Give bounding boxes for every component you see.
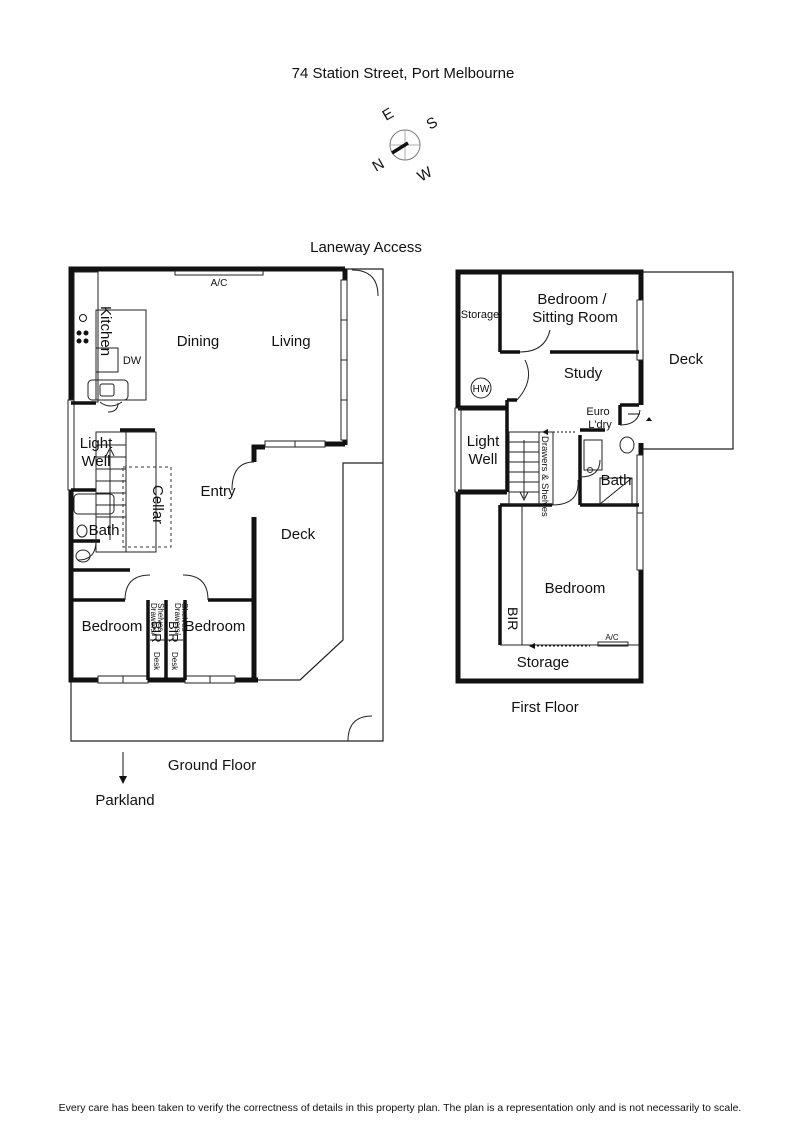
first-light-well-label-2: Well [469,451,498,468]
ground-floor-title: Ground Floor [168,757,256,774]
bedroom-sitting-label-1: Bedroom / [537,291,607,308]
deck-outline [70,268,384,742]
hot-water-unit [470,377,492,399]
euro-label: Euro [586,406,609,418]
laneway-access-label: Laneway Access [310,239,422,256]
drawers-shelves-label: Drawers & Shelves [539,436,550,517]
drawers-left-label-2: Shelves [156,603,165,631]
dishwasher-label: DW [123,355,142,367]
light-well-label-line1: Light [80,435,113,452]
light-well-label-line2: Well [82,453,111,470]
bedroom-sitting-label-2: Sitting Room [532,309,618,326]
first-floor-plan: HW Storage Bedroom / Sitting Room Deck S… [454,269,734,716]
deck-label: Deck [281,526,316,543]
bedroom-left-label: Bedroom [82,618,143,635]
disclaimer: Every care has been taken to verify the … [58,1102,742,1114]
kitchen-label: Kitchen [97,306,114,356]
drawers-right-label-1: Drawers/ [173,603,182,636]
hw-label: HW [473,384,490,395]
compass-s-label: S [424,114,441,134]
first-floor-title: First Floor [511,699,579,716]
bir-left-label: BIR [149,621,164,643]
first-light-well-label-1: Light [467,433,500,450]
first-ac-unit [597,641,629,647]
compass-needle [391,141,409,155]
parkland-label: Parkland [95,792,154,809]
storage-top-label: Storage [461,309,500,321]
cellar-label: Cellar [149,485,166,524]
first-deck-label: Deck [669,351,704,368]
ac-label: A/C [211,278,228,289]
first-deck-outline [641,271,734,450]
first-bath-label: Bath [601,472,632,489]
bathtub [73,493,115,515]
cellar-outline [122,466,172,548]
first-stairs [508,431,554,505]
bir-right-label: BIR [166,621,181,643]
drawers-right-label-2: Shelves [180,603,189,631]
compass-n-label: N [370,155,388,175]
compass-w-label: W [415,163,436,185]
entry-label: Entry [200,483,236,500]
desk-right-label: Desk [170,652,179,671]
bedroom-right-label: Bedroom [185,618,246,635]
first-bedroom-label: Bedroom [545,580,606,597]
ac-unit [174,270,264,276]
living-label: Living [271,333,310,350]
study-label: Study [564,365,603,382]
compass: E S N W [370,105,441,186]
dining-label: Dining [177,333,220,350]
first-ac-label: A/C [605,633,619,642]
first-bir-label: BIR [505,607,521,630]
ground-stairs [95,431,157,553]
address-title: 74 Station Street, Port Melbourne [292,65,515,82]
desk-left-label: Desk [152,652,161,671]
storage-bottom-label: Storage [517,654,570,671]
ground-bath-label: Bath [89,522,120,539]
cooktop-icon [76,314,89,344]
drawers-left-label-1: Drawers/ [149,603,158,636]
compass-e-label: E [380,105,397,125]
ground-floor-plan: Laneway Access [67,239,422,809]
ldry-label: L'dry [588,419,612,431]
